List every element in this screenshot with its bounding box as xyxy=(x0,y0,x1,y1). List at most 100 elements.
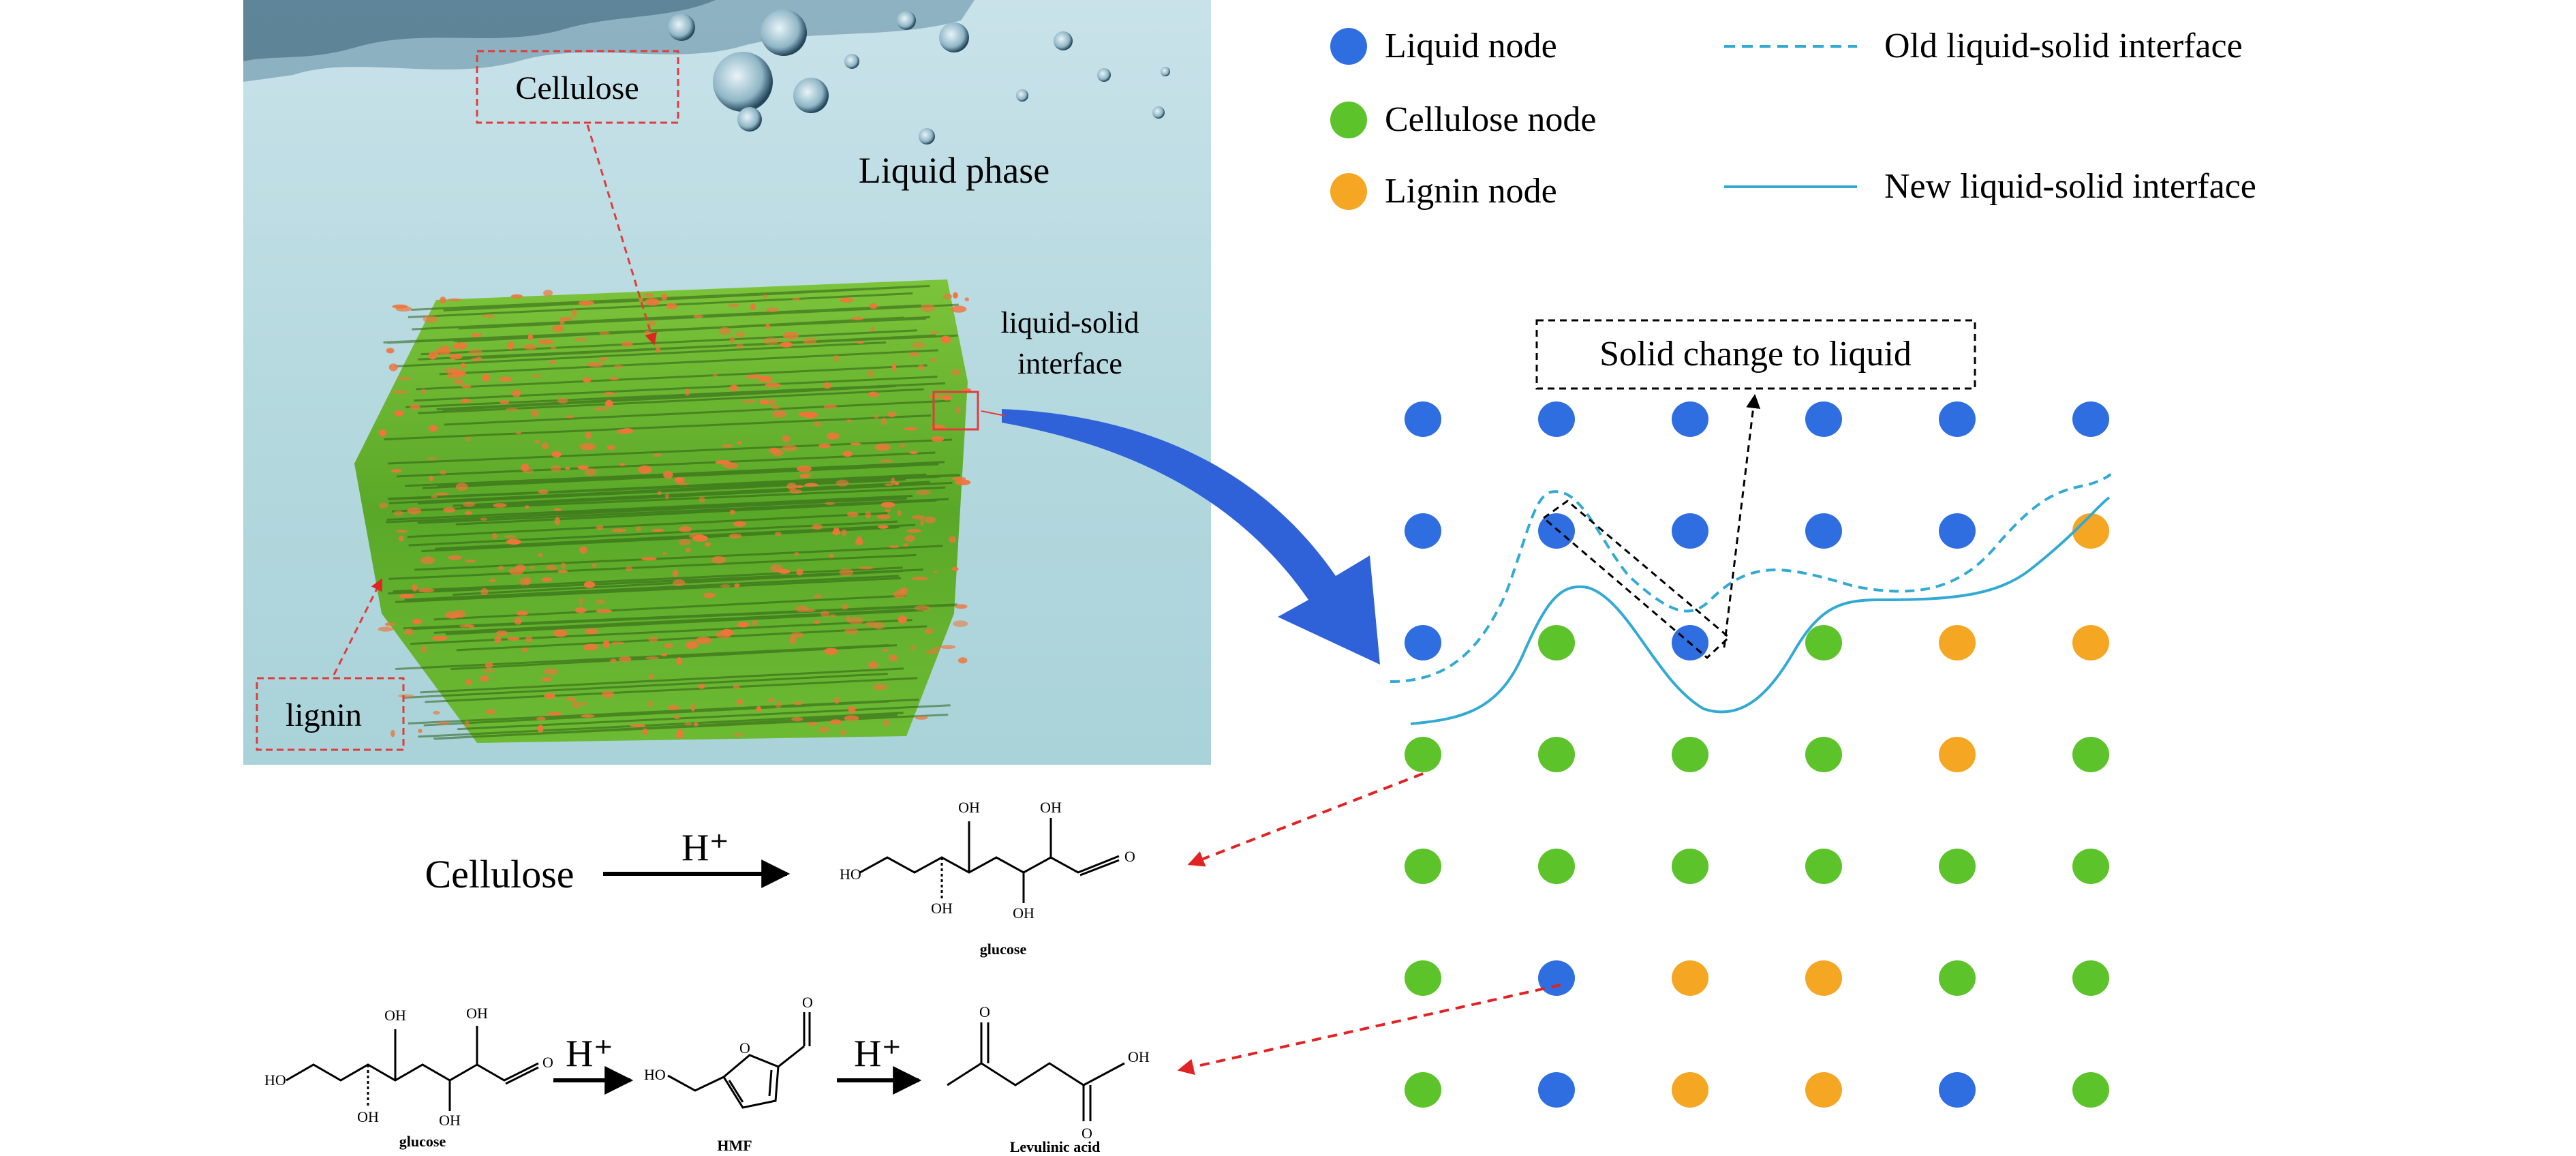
lignin-speckle xyxy=(770,564,783,573)
lignin-speckle xyxy=(525,636,533,643)
callout-pointer xyxy=(1723,393,1761,648)
lignin-speckle xyxy=(599,356,608,361)
lignin-speckle xyxy=(920,519,925,526)
cellulose-pointer xyxy=(586,124,657,346)
lignin-speckle xyxy=(579,598,583,606)
lignin-speckle xyxy=(542,577,553,582)
lignin-speckle xyxy=(825,502,835,505)
lignin-speckle xyxy=(621,428,634,434)
lignin-speckle xyxy=(818,726,829,733)
lignin-speckle xyxy=(625,566,633,572)
lignin-speckle xyxy=(596,609,612,613)
liquid-phase-label: Liquid phase xyxy=(859,150,1049,191)
lignin-speckle xyxy=(685,547,691,553)
new-interface-line xyxy=(1410,496,2111,725)
lignin-speckle xyxy=(564,466,570,470)
lignin-speckle xyxy=(384,622,395,626)
lignin-speckle xyxy=(951,305,967,313)
lignin-speckle xyxy=(823,404,837,410)
fiber-streak xyxy=(397,451,936,478)
lignin-speckle xyxy=(884,508,891,513)
lignin-speckle xyxy=(765,323,770,329)
liquid-node xyxy=(1405,625,1441,660)
lignin-speckle xyxy=(873,683,887,690)
cellulose-node xyxy=(1939,849,1976,884)
lignin-speckle xyxy=(581,702,587,705)
lignin-speckle xyxy=(964,297,969,302)
lignin-speckle xyxy=(733,733,743,737)
bubble xyxy=(897,11,916,30)
lignin-speckle xyxy=(953,292,958,299)
fiber-streak xyxy=(453,481,930,507)
bubble xyxy=(737,107,762,132)
lignin-speckle xyxy=(403,630,414,635)
lignin-speckle xyxy=(813,620,821,624)
liquid-node xyxy=(1672,513,1708,549)
lignin-speckle xyxy=(925,650,939,654)
fiber-streak xyxy=(391,486,946,513)
lignin-speckle xyxy=(465,679,472,686)
lignin-speckle xyxy=(585,431,592,440)
lignin-speckle xyxy=(379,502,388,509)
lignin-speckle xyxy=(920,304,935,312)
lignin-speckle xyxy=(789,636,797,644)
lignin-speckle xyxy=(791,716,803,722)
lignin-speckle xyxy=(489,579,497,583)
cellulose-node xyxy=(1805,737,1842,772)
lignin-speckle xyxy=(587,361,604,367)
lignin-speckle xyxy=(557,397,568,404)
lignin-speckle xyxy=(461,384,472,389)
lignin-speckle xyxy=(834,697,840,704)
lignin-speckle xyxy=(848,705,856,714)
lignin-speckle xyxy=(412,584,418,592)
lignin-speckle xyxy=(880,502,895,508)
lignin-speckle xyxy=(750,303,756,311)
lignin-speckle xyxy=(391,469,402,473)
cellulose-node xyxy=(2072,960,2109,996)
lignin-speckle xyxy=(729,384,739,391)
lignin-speckle xyxy=(695,637,712,645)
lignin-speckle xyxy=(951,369,961,376)
lignin-speckle xyxy=(807,722,818,726)
lignin-speckle xyxy=(796,568,803,576)
liquid-node xyxy=(1538,401,1575,437)
lignin-speckle xyxy=(645,298,660,306)
lignin-speckle xyxy=(952,476,966,481)
fiber-streak xyxy=(442,384,896,411)
lignin-speckle xyxy=(604,391,615,396)
lignin-speckle xyxy=(485,661,493,669)
lignin-speckle xyxy=(534,439,541,444)
levulinic-acid-structure xyxy=(947,1022,1125,1121)
lignin-speckle xyxy=(949,535,957,543)
lignin-speckle xyxy=(821,610,830,618)
lignin-speckle xyxy=(759,399,769,405)
liquid-node xyxy=(1538,960,1575,996)
lignin-speckle xyxy=(448,555,462,560)
lignin-speckle xyxy=(765,382,782,388)
lignin-speckle xyxy=(393,510,403,517)
zoom-arrow-link xyxy=(981,410,1006,416)
lignin-speckle xyxy=(780,341,793,348)
lignin-speckle xyxy=(447,298,462,301)
lignin-speckle xyxy=(898,443,906,448)
lignin-speckle xyxy=(506,538,522,545)
lignin-speckle xyxy=(666,303,677,309)
lignin-speckle xyxy=(833,355,840,363)
fiber-streak xyxy=(386,497,907,523)
levulinic-carbonyl-o: O xyxy=(1082,1125,1092,1142)
glucose2-oh-top-2: OH xyxy=(466,1005,488,1022)
lignin-speckle xyxy=(651,528,664,532)
lignin-speckle xyxy=(797,465,812,472)
lignin-speckle xyxy=(437,721,450,725)
lignin-speckle xyxy=(758,376,773,383)
lignin-speckle xyxy=(878,459,893,463)
lignin-speckle xyxy=(557,570,568,573)
lignin-speckle xyxy=(546,564,557,571)
hmf-aldehyde-o: O xyxy=(802,994,813,1011)
interface-highlight-box xyxy=(932,391,979,431)
lignin-speckle xyxy=(511,389,521,397)
lignin-speckle xyxy=(729,533,742,538)
photo-cellulose-label: Cellulose xyxy=(515,70,639,106)
lignin-speckle xyxy=(464,624,471,628)
cellulose-node xyxy=(1805,849,1842,884)
